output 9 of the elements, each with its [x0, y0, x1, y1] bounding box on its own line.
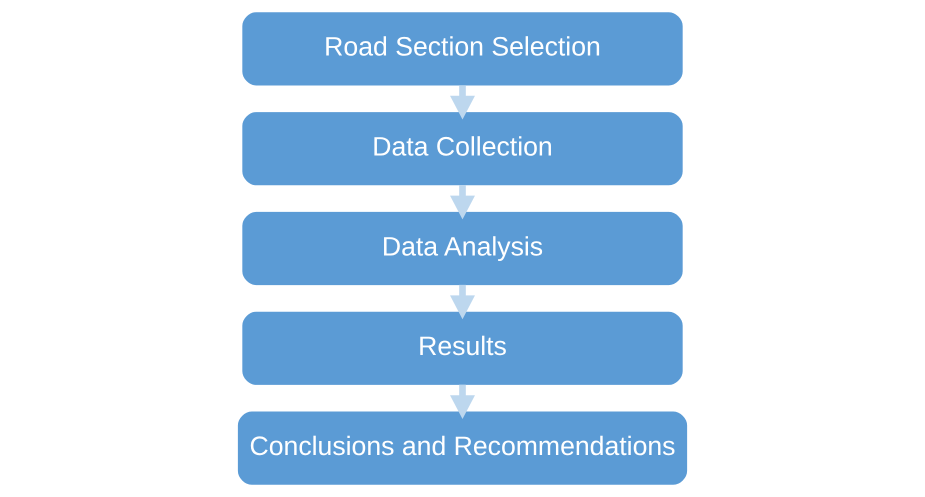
arrow	[450, 384, 475, 420]
node-box: Road Section Selection	[242, 12, 683, 86]
node-box: Data Analysis	[242, 212, 683, 286]
node-box: Conclusions and Recommendations	[238, 412, 688, 485]
arrow	[450, 284, 475, 320]
arrow	[450, 85, 475, 120]
arrow	[450, 185, 475, 220]
node-box: Data Collection	[242, 112, 683, 186]
node-box: Results	[242, 312, 683, 385]
